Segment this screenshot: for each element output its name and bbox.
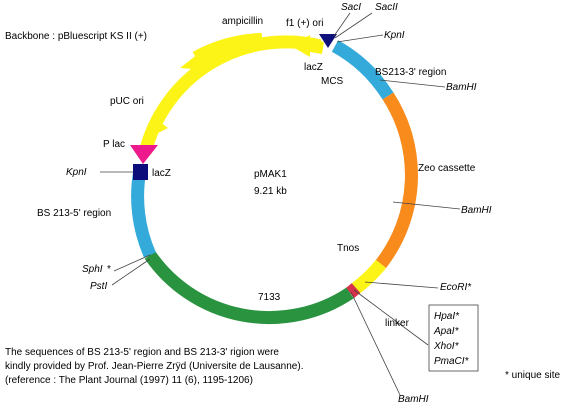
- credit-line-2: kindly provided by Prof. Jean-Pierre Zrÿ…: [5, 361, 303, 372]
- bamhi-2-label: BamHI: [461, 205, 492, 216]
- sphi-label: SphI: [82, 264, 103, 275]
- bamhi-3-label: BamHI: [398, 394, 429, 405]
- puc-ori-label: pUC ori: [110, 96, 144, 107]
- bamhi-1-label: BamHI: [446, 82, 477, 93]
- tnos-arc: [350, 259, 387, 295]
- kpni-top-label: KpnI: [384, 30, 405, 41]
- mcs-label: MCS: [321, 76, 344, 87]
- bs213-5-region-label: BS 213-5' region: [37, 208, 111, 219]
- psti-label: PstI: [90, 281, 107, 292]
- leader-lines: [100, 12, 461, 396]
- green-7133-arc: [144, 251, 354, 325]
- length-7133-label: 7133: [258, 292, 281, 303]
- sphi-star: *: [107, 264, 111, 275]
- bs213-3-region-label: BS213-3' region: [375, 67, 446, 78]
- ecori-label: EcoRI*: [440, 282, 472, 293]
- plac-arrow: [130, 145, 158, 164]
- mcs-arrow: [319, 34, 337, 48]
- hpai-label: HpaI*: [434, 311, 460, 322]
- credit-line-3: (reference : The Plant Journal (1997) 11…: [5, 375, 253, 386]
- linker-label: linker: [385, 318, 410, 329]
- apai-label: ApaI*: [433, 326, 460, 337]
- unique-site-note: * unique site: [505, 370, 560, 381]
- kpni-left-label: KpnI: [66, 167, 87, 178]
- backbone-label: Backbone : pBluescript KS II (+): [5, 31, 147, 42]
- puc-ori-arrowhead: [148, 116, 168, 138]
- ampicillin-arrowhead: [180, 50, 203, 70]
- sacii-label: SacII: [375, 2, 398, 13]
- plasmid-name: pMAK1: [254, 169, 287, 180]
- f1-ori-arrow: [291, 35, 324, 57]
- f1-ori-label: f1 (+) ori: [286, 18, 324, 29]
- lacz-left-box: [133, 164, 148, 180]
- p-lac-label: P lac: [103, 139, 125, 150]
- zeo-cassette-arc: [375, 92, 418, 268]
- pmaci-label: PmaCI*: [434, 356, 470, 367]
- linker-arc: [345, 283, 361, 299]
- backbone-arc: [138, 35, 322, 155]
- ampicillin-label: ampicillin: [222, 16, 263, 27]
- lacz-top-label: lacZ: [304, 62, 323, 73]
- bs213-3-region-arc: [331, 40, 394, 100]
- xhoi-label: XhoI*: [433, 341, 460, 352]
- zeo-cassette-label: Zeo cassette: [418, 163, 476, 174]
- plasmid-size: 9.21 kb: [254, 186, 287, 197]
- tnos-label: Tnos: [337, 243, 359, 254]
- linker-sites-box: [428, 304, 479, 372]
- saci-label: SacI: [341, 2, 361, 13]
- credit-line-1: The sequences of BS 213-5' region and BS…: [5, 347, 279, 358]
- lacz-left-label: lacZ: [152, 168, 171, 179]
- bs213-5-region-arc: [131, 168, 156, 258]
